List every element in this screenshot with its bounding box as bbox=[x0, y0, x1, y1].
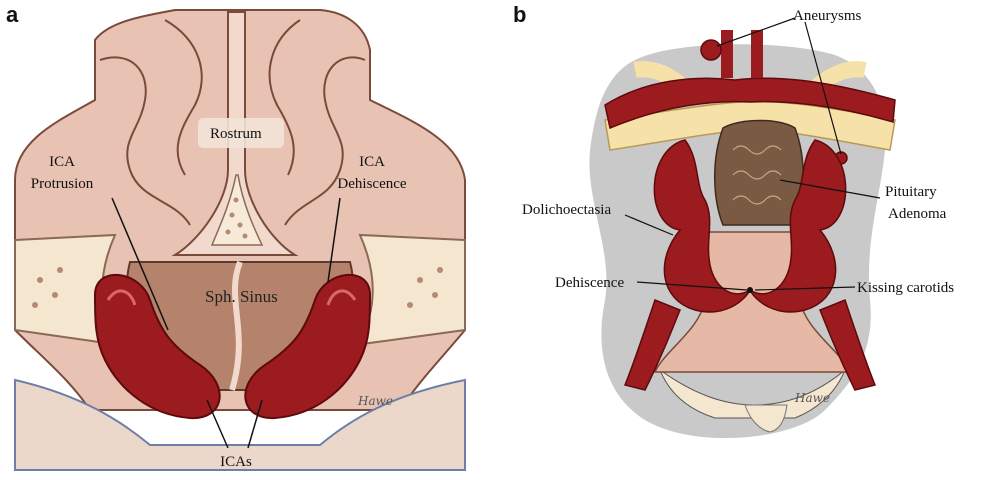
label-kissing-carotids: Kissing carotids bbox=[857, 280, 954, 296]
label-ica-dehiscence-line1: ICA bbox=[359, 154, 385, 170]
pituitary-adenoma bbox=[715, 121, 804, 226]
label-ica-protrusion-line1: ICA bbox=[49, 154, 75, 170]
kissing-point bbox=[747, 287, 753, 293]
panel-a-letter: a bbox=[6, 2, 18, 28]
label-ica-protrusion-line2: Protrusion bbox=[31, 176, 94, 192]
panel-a-illustration: Rostrum ICA Protrusion ICA Dehiscence Sp… bbox=[0, 0, 495, 475]
label-pituitary-line1: Pituitary bbox=[885, 184, 937, 200]
label-sph-sinus: Sph. Sinus bbox=[205, 287, 278, 306]
panel-b-letter: b bbox=[513, 2, 526, 28]
aneurysm-left bbox=[701, 40, 721, 60]
label-icas: ICAs bbox=[220, 454, 252, 470]
panel-a: a Rostrum ICA Prot bbox=[0, 0, 495, 475]
label-rostrum: Rostrum bbox=[210, 126, 262, 142]
artist-signature-b: Hawe bbox=[794, 391, 830, 405]
label-aneurysms: Aneurysms bbox=[793, 8, 861, 24]
artist-signature-a: Hawe bbox=[357, 394, 393, 408]
label-pituitary-line2: Adenoma bbox=[888, 206, 947, 222]
panel-b: b Aneurysms bbox=[495, 0, 984, 475]
panel-b-illustration: Aneurysms Pituitary Adenoma Dolichoectas… bbox=[495, 0, 984, 475]
label-ica-dehiscence-line2: Dehiscence bbox=[337, 176, 406, 192]
label-dolichoectasia: Dolichoectasia bbox=[522, 202, 611, 218]
label-dehiscence: Dehiscence bbox=[555, 275, 624, 291]
